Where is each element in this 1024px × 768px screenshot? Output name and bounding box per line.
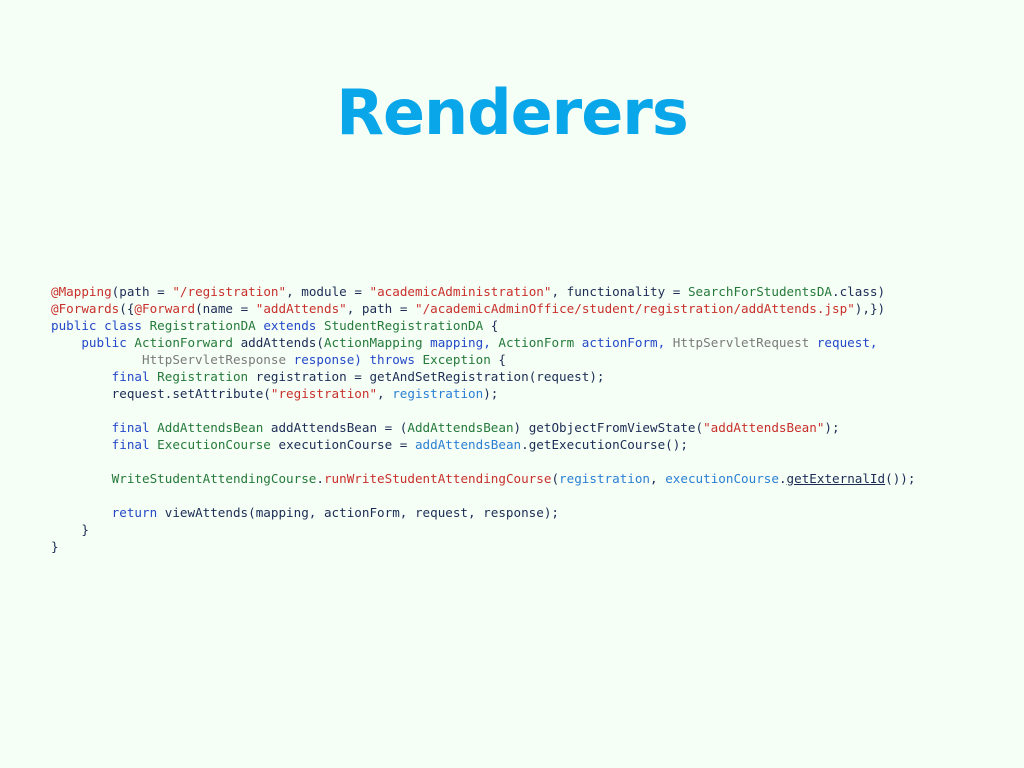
- code-token: ());: [885, 471, 916, 486]
- code-token: registration: [392, 386, 484, 401]
- code-line: [51, 453, 915, 470]
- code-token: AddAttendsBean: [157, 420, 271, 435]
- code-token: ) getObjectFromViewState(: [513, 420, 704, 435]
- code-token: ,: [377, 386, 393, 401]
- code-token: , module =: [286, 284, 370, 299]
- code-line: final ExecutionCourse executionCourse = …: [51, 436, 915, 453]
- code-line: [51, 487, 915, 504]
- code-token: ),}): [854, 301, 886, 316]
- code-token: addAttendsBean = (: [270, 420, 408, 435]
- code-token: "/registration": [172, 284, 287, 299]
- code-line: final AddAttendsBean addAttendsBean = (A…: [51, 419, 915, 436]
- code-token: WriteStudentAttendingCourse: [51, 471, 317, 486]
- code-token: RegistrationDA: [149, 318, 264, 333]
- code-token: public class: [51, 318, 150, 333]
- code-token: .class): [832, 284, 886, 299]
- code-token: viewAttends(mapping, actionForm, request…: [164, 505, 560, 520]
- code-line: final Registration registration = getAnd…: [51, 368, 915, 385]
- code-token: "addAttendsBean": [703, 420, 825, 435]
- code-line: WriteStudentAttendingCourse.runWriteStud…: [51, 470, 916, 487]
- code-token: addAttendsBean: [414, 437, 522, 452]
- code-line: @Mapping(path = "/registration", module …: [51, 283, 915, 300]
- code-token: ExecutionCourse: [157, 437, 279, 452]
- code-line: [51, 402, 915, 419]
- code-block: @Mapping(path = "/registration", module …: [51, 283, 915, 555]
- code-token: @Mapping: [51, 284, 112, 299]
- code-token: request,: [816, 335, 878, 350]
- code-token: Registration: [157, 369, 256, 384]
- code-token: extends: [263, 318, 324, 333]
- code-line: HttpServletResponse response) throws Exc…: [51, 351, 915, 368]
- code-token: runWriteStudentAttendingCourse: [323, 471, 552, 486]
- code-token: executionCourse =: [278, 437, 415, 452]
- code-token: HttpServletRequest: [672, 335, 817, 350]
- code-token: addAttends(: [240, 335, 324, 350]
- code-line: }: [51, 521, 915, 538]
- code-token: , path =: [346, 301, 416, 316]
- code-token: {: [498, 352, 506, 367]
- code-token: registration: [559, 471, 651, 486]
- code-token: {: [490, 318, 499, 333]
- code-token: "/academicAdminOffice/student/registrati…: [415, 301, 855, 316]
- code-token: response): [293, 352, 370, 367]
- code-token: }: [51, 539, 59, 554]
- code-token: SearchForStudentsDA: [687, 284, 833, 299]
- code-token: }: [51, 522, 89, 537]
- code-token: .: [316, 471, 324, 486]
- code-token: (path =: [111, 284, 173, 299]
- code-token: .getExecutionCourse();: [521, 437, 688, 452]
- code-line: public ActionForward addAttends(ActionMa…: [51, 334, 915, 351]
- code-token: );: [824, 420, 840, 435]
- code-token: "registration": [270, 386, 378, 401]
- code-token: HttpServletResponse: [51, 352, 294, 367]
- code-token: (: [551, 471, 560, 486]
- code-token: actionForm,: [581, 335, 673, 350]
- slide-title: Renderers: [336, 76, 688, 149]
- code-token: ActionMapping: [323, 335, 431, 350]
- code-token: @Forward: [134, 301, 196, 316]
- code-line: return viewAttends(mapping, actionForm, …: [51, 504, 915, 521]
- code-token: final: [51, 437, 158, 452]
- code-token: "addAttends": [255, 301, 347, 316]
- code-token: Exception: [422, 352, 499, 367]
- code-line: @Forwards({@Forward(name = "addAttends",…: [51, 300, 915, 317]
- code-token: executionCourse: [665, 471, 779, 486]
- code-token: ,: [650, 471, 666, 486]
- code-token: ({: [119, 301, 135, 316]
- code-line: }: [51, 538, 915, 555]
- code-token: throws: [369, 352, 423, 367]
- code-token: final: [51, 369, 158, 384]
- code-token: final: [51, 420, 158, 435]
- code-token: request.setAttribute(: [51, 386, 271, 401]
- code-token: return: [51, 505, 165, 520]
- code-token: @Forwards: [51, 301, 120, 316]
- code-token: (name =: [195, 301, 256, 316]
- code-line: public class RegistrationDA extends Stud…: [51, 317, 915, 334]
- code-token: );: [483, 386, 499, 401]
- code-token: mapping,: [430, 335, 499, 350]
- code-line: request.setAttribute("registration", reg…: [51, 385, 915, 402]
- code-token: ActionForward: [134, 335, 241, 350]
- code-token: getExternalId: [786, 471, 886, 486]
- code-token: AddAttendsBean: [407, 420, 514, 435]
- code-token: StudentRegistrationDA: [323, 318, 491, 333]
- code-token: public: [51, 335, 135, 350]
- code-token: registration = getAndSetRegistration(req…: [255, 369, 605, 384]
- code-token: .: [778, 471, 787, 486]
- code-token: "academicAdministration": [369, 284, 552, 299]
- code-token: , functionality =: [551, 284, 688, 299]
- code-token: ActionForm: [498, 335, 582, 350]
